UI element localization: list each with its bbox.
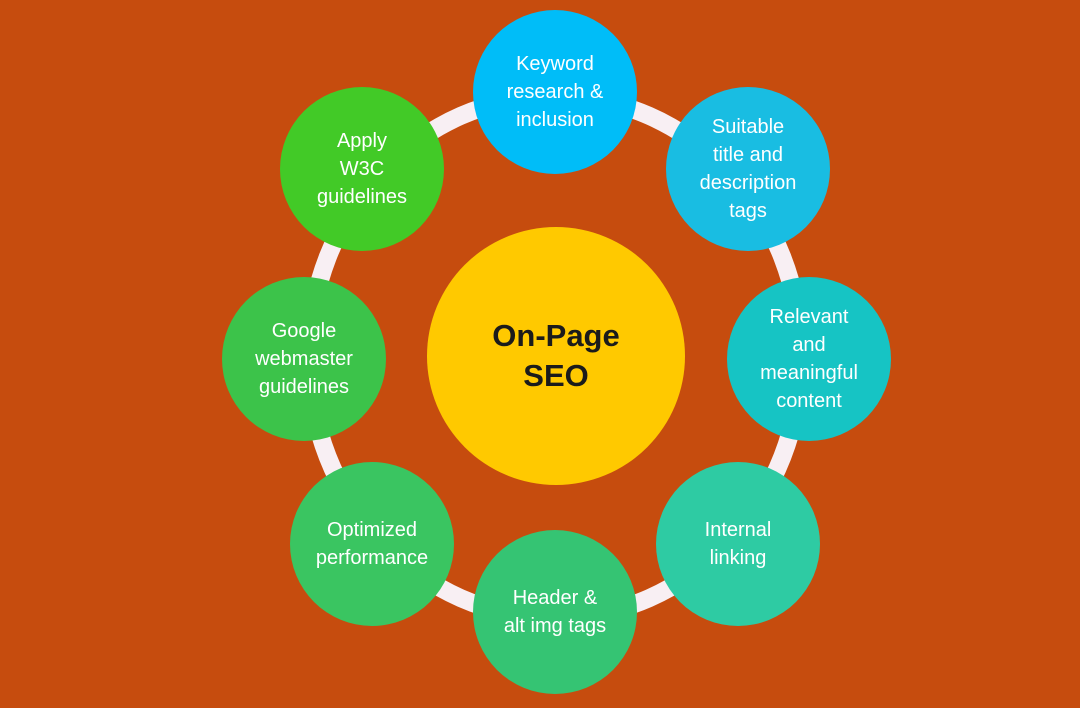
center-hub-on-page-seo: On-Page SEO	[427, 227, 685, 485]
node-title-description-tags: Suitable title and description tags	[666, 87, 830, 251]
node-optimized-performance: Optimized performance	[290, 462, 454, 626]
node-internal-linking: Internal linking	[656, 462, 820, 626]
node-google-guidelines: Google webmaster guidelines	[222, 277, 386, 441]
node-header-alt-tags: Header & alt img tags	[473, 530, 637, 694]
node-keyword-research: Keyword research & inclusion	[473, 10, 637, 174]
node-w3c-guidelines: Apply W3C guidelines	[280, 87, 444, 251]
node-relevant-content: Relevant and meaningful content	[727, 277, 891, 441]
